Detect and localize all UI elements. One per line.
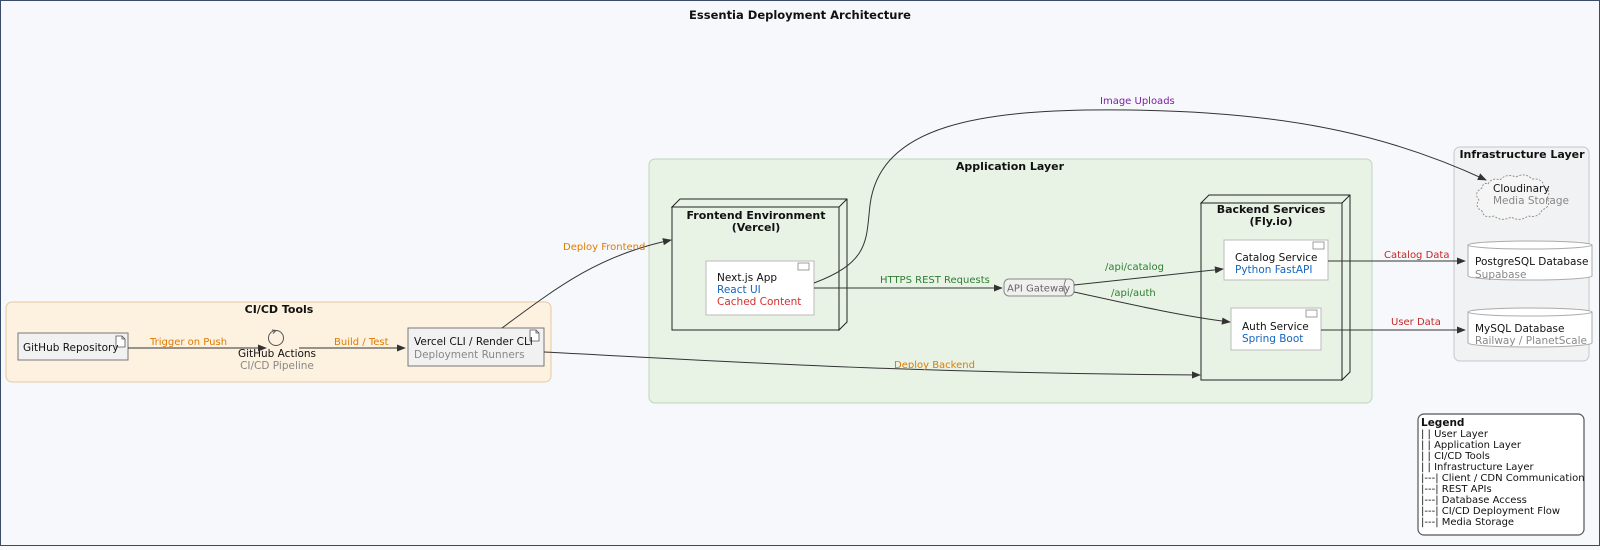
edge-label-image-uploads: Image Uploads bbox=[1100, 96, 1175, 107]
github-actions-sub: CI/CD Pipeline bbox=[240, 360, 314, 372]
component-icon bbox=[1305, 309, 1318, 318]
mysql-sub: Railway / PlanetScale bbox=[1475, 335, 1587, 347]
postgresql-sub: Supabase bbox=[1475, 269, 1526, 281]
auth-service-label: Auth Service bbox=[1242, 321, 1309, 333]
edge-label-https: HTTPS REST Requests bbox=[880, 275, 990, 286]
edge-label-user-data: User Data bbox=[1391, 317, 1441, 328]
frontend-environment-title: Frontend Environment bbox=[687, 209, 826, 222]
edge-label-deploy-frontend: Deploy Frontend bbox=[563, 242, 645, 253]
github-actions-node: GitHub Actions CI/CD Pipeline bbox=[238, 329, 316, 372]
document-icon bbox=[529, 329, 540, 342]
cloudinary-label: Cloudinary bbox=[1493, 183, 1550, 195]
legend-item: | | Infrastructure Layer bbox=[1421, 462, 1534, 473]
auth-service-tech: Spring Boot bbox=[1242, 333, 1303, 345]
edge-label-api-auth: /api/auth bbox=[1111, 288, 1156, 299]
vercel-cli-label: Vercel CLI / Render CLI bbox=[414, 336, 533, 348]
legend-item: |---| REST APIs bbox=[1421, 484, 1492, 495]
nextjs-app-tech: React UI bbox=[717, 284, 761, 296]
edge-deploy-backend bbox=[543, 351, 1201, 379]
edge-label-build: Build / Test bbox=[334, 337, 389, 348]
auth-service-component: Auth Service Spring Boot bbox=[1230, 307, 1322, 351]
infrastructure-group-title: Infrastructure Layer bbox=[1459, 148, 1585, 161]
edges bbox=[128, 109, 1487, 379]
frontend-environment-subtitle: (Vercel) bbox=[732, 221, 781, 234]
edge-deploy-frontend bbox=[501, 238, 672, 329]
nextjs-app-label: Next.js App bbox=[717, 272, 777, 284]
api-gateway-node: API Gateway bbox=[1003, 278, 1075, 297]
cloud-icon bbox=[1476, 174, 1550, 220]
legend-title: Legend bbox=[1421, 417, 1464, 429]
backend-services-subtitle: (Fly.io) bbox=[1249, 215, 1292, 228]
nextjs-app-component: Next.js App React UI Cached Content bbox=[705, 260, 815, 316]
backend-services-title: Backend Services bbox=[1217, 203, 1326, 216]
legend-item: |---| Client / CDN Communication bbox=[1421, 473, 1585, 484]
cycle-icon bbox=[268, 329, 284, 346]
legend-item: | | Application Layer bbox=[1421, 440, 1522, 451]
legend-item: | | CI/CD Tools bbox=[1421, 451, 1490, 462]
component-icon bbox=[1312, 241, 1325, 250]
legend-item: | | User Layer bbox=[1421, 429, 1489, 440]
legend-item: |---| Media Storage bbox=[1421, 517, 1514, 528]
postgresql-label: PostgreSQL Database bbox=[1475, 256, 1588, 268]
cloudinary-sub: Media Storage bbox=[1493, 195, 1569, 207]
legend-item: |---| Database Access bbox=[1421, 495, 1527, 506]
github-actions-label: GitHub Actions bbox=[238, 348, 316, 360]
diagram-title: Essentia Deployment Architecture bbox=[689, 8, 911, 22]
catalog-service-tech: Python FastAPI bbox=[1235, 264, 1312, 276]
document-icon bbox=[115, 335, 126, 348]
component-icon bbox=[797, 262, 810, 271]
mysql-database-node: MySQL Database Railway / PlanetScale bbox=[1467, 307, 1593, 348]
github-repository-node: GitHub Repository bbox=[17, 332, 129, 361]
application-group-title: Application Layer bbox=[956, 160, 1065, 173]
catalog-service-component: Catalog Service Python FastAPI bbox=[1223, 239, 1329, 281]
edge-api-catalog bbox=[1073, 266, 1224, 286]
edge-image-uploads bbox=[813, 109, 1487, 284]
catalog-service-label: Catalog Service bbox=[1235, 252, 1317, 264]
api-gateway-label: API Gateway bbox=[1007, 284, 1070, 295]
cloudinary-node: Cloudinary Media Storage bbox=[1476, 174, 1569, 220]
edge-label-deploy-backend: Deploy Backend bbox=[894, 360, 975, 371]
edge-api-auth bbox=[1073, 291, 1231, 325]
edge-label-api-catalog: /api/catalog bbox=[1105, 262, 1164, 273]
backend-services-node: Backend Services (Fly.io) bbox=[1199, 194, 1351, 382]
cicd-group-title: CI/CD Tools bbox=[245, 303, 314, 316]
legend: Legend | | User Layer | | Application La… bbox=[1417, 413, 1585, 536]
legend-item: |---| CI/CD Deployment Flow bbox=[1421, 506, 1560, 517]
nextjs-app-extra: Cached Content bbox=[717, 296, 801, 308]
vercel-cli-node: Vercel CLI / Render CLI Deployment Runne… bbox=[407, 327, 545, 367]
postgresql-database-node: PostgreSQL Database Supabase bbox=[1467, 240, 1593, 281]
edge-label-catalog-data: Catalog Data bbox=[1384, 250, 1449, 261]
vercel-cli-sub: Deployment Runners bbox=[414, 349, 525, 361]
edge-label-trigger: Trigger on Push bbox=[149, 337, 227, 348]
github-repository-label: GitHub Repository bbox=[23, 342, 119, 354]
mysql-label: MySQL Database bbox=[1475, 323, 1565, 335]
